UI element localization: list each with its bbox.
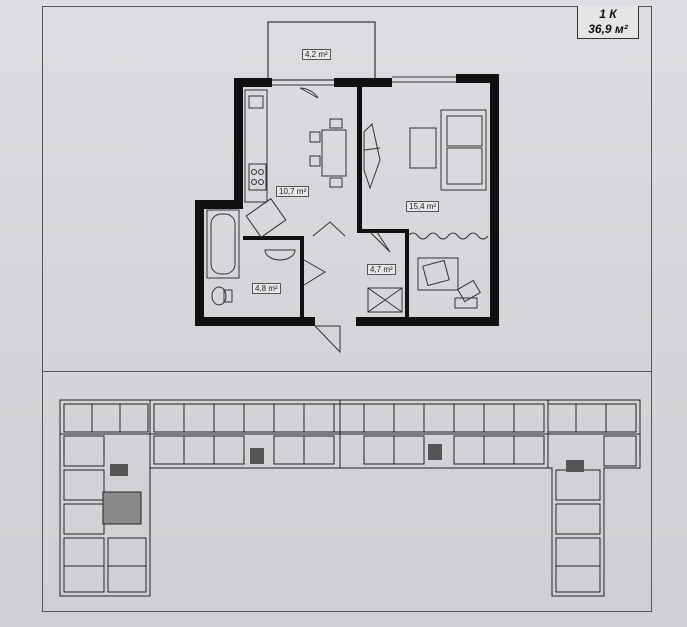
dining-table-icon (321, 129, 347, 177)
apartment-cells-right-wing (555, 435, 637, 593)
room-label-bathroom: 4,8 m² (252, 283, 281, 294)
inner-walls (243, 82, 409, 320)
building-outline (59, 399, 641, 597)
room-label-balcony: 4,2 m² (302, 49, 331, 60)
door-swings (299, 87, 391, 354)
unit-tag: 1 К 36,9 м² (577, 6, 639, 39)
unit-rooms-label: 1 К (599, 7, 617, 21)
stair-cores (110, 444, 584, 476)
toilet-icon (211, 286, 227, 306)
sink-icon (245, 198, 287, 238)
desk-icon (417, 257, 459, 291)
highlighted-apartment (102, 491, 142, 525)
sink-icon (264, 249, 296, 261)
room-label-kitchen: 10,7 m² (276, 186, 310, 197)
room-label-living: 15,4 m² (406, 201, 440, 212)
drawing-frame (42, 6, 652, 612)
kitchen-furniture (244, 89, 347, 238)
stove-icon (248, 163, 267, 191)
outer-walls (195, 74, 499, 326)
section-divider (42, 371, 652, 372)
sofa-icon (440, 109, 487, 191)
room-label-hallway: 4,7 m² (367, 264, 396, 275)
bathroom-fixtures (206, 195, 403, 313)
living-furniture (363, 109, 489, 309)
apartment-cells-top (63, 403, 637, 433)
windows (272, 76, 456, 86)
bathtub-icon (206, 209, 240, 279)
unit-area-label: 36,9 м² (588, 22, 628, 36)
apartment-cells-middle (153, 435, 545, 465)
